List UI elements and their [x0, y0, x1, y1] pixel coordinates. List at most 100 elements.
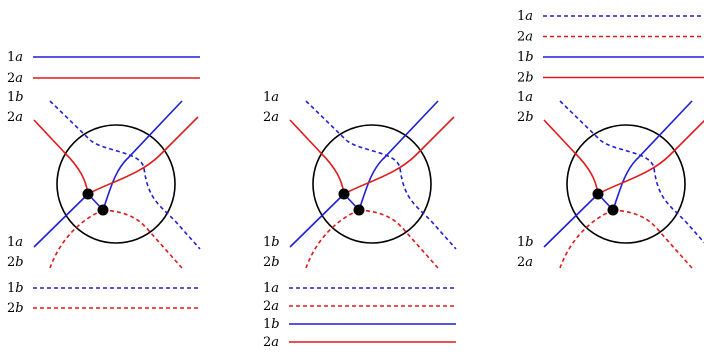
- red-dashed-leg: [358, 209, 439, 269]
- vertex-dot: [97, 204, 109, 216]
- red-dashed-leg: [49, 209, 104, 269]
- label-letter: b: [15, 301, 23, 316]
- particle-label: 1b: [263, 235, 280, 250]
- label-letter: a: [271, 110, 279, 125]
- particle-label: 1b: [517, 235, 534, 250]
- label-letter: b: [525, 110, 533, 125]
- label-letter: b: [15, 90, 23, 105]
- red-dashed-leg: [305, 209, 360, 269]
- blue-dashed-leg: [49, 100, 201, 250]
- blue-solid-leg: [102, 100, 183, 211]
- interaction-circle: [56, 124, 176, 244]
- particle-label: 1a: [263, 281, 279, 296]
- particle-label: 1b: [517, 50, 534, 65]
- particle-label: 1a: [517, 90, 533, 105]
- label-number: 1: [7, 281, 15, 296]
- label-number: 2: [7, 71, 15, 86]
- vertex-dot: [82, 188, 94, 200]
- vertex-dot: [338, 188, 350, 200]
- red-solid-leg: [87, 116, 199, 195]
- red-dashed-leg: [102, 209, 183, 269]
- label-letter: a: [525, 30, 533, 45]
- label-letter: b: [271, 255, 279, 270]
- vertex-dot: [607, 204, 619, 216]
- label-number: 2: [263, 299, 271, 314]
- particle-label: 1a: [7, 235, 23, 250]
- particle-label: 2a: [263, 110, 279, 125]
- label-number: 1: [517, 90, 525, 105]
- label-letter: b: [525, 71, 533, 86]
- label-letter: b: [525, 50, 533, 65]
- label-number: 1: [7, 235, 15, 250]
- label-number: 1: [517, 9, 525, 24]
- particle-label: 1a: [517, 9, 533, 24]
- particle-label: 2b: [517, 71, 534, 86]
- red-dashed-leg: [612, 209, 693, 269]
- label-letter: a: [525, 255, 533, 270]
- blue-solid-leg: [33, 193, 89, 248]
- interaction-circle: [566, 124, 686, 244]
- label-letter: a: [271, 90, 279, 105]
- particle-label: 2a: [517, 30, 533, 45]
- interaction-circle: [312, 124, 432, 244]
- label-number: 1: [517, 50, 525, 65]
- particle-label: 1b: [7, 281, 24, 296]
- label-number: 2: [263, 110, 271, 125]
- particle-label: 2b: [7, 301, 24, 316]
- label-number: 1: [7, 90, 15, 105]
- particle-label: 2b: [517, 110, 534, 125]
- label-number: 2: [517, 110, 525, 125]
- vertex-dot: [592, 188, 604, 200]
- label-number: 1: [263, 281, 271, 296]
- particle-label: 2b: [263, 255, 280, 270]
- label-number: 2: [263, 335, 271, 350]
- label-number: 2: [517, 71, 525, 86]
- particle-label: 1b: [7, 90, 24, 105]
- label-number: 2: [517, 255, 525, 270]
- particle-label: 2a: [263, 299, 279, 314]
- blue-solid-leg: [289, 193, 345, 248]
- label-number: 1: [7, 50, 15, 65]
- label-letter: a: [15, 110, 23, 125]
- label-number: 2: [7, 255, 15, 270]
- label-number: 2: [263, 255, 271, 270]
- label-letter: b: [15, 281, 23, 296]
- label-letter: b: [525, 235, 533, 250]
- particle-label: 1b: [263, 317, 280, 332]
- particle-label: 2a: [263, 335, 279, 350]
- vertex-dot: [353, 204, 365, 216]
- label-letter: b: [15, 255, 23, 270]
- label-number: 2: [7, 110, 15, 125]
- red-solid-leg: [597, 119, 704, 195]
- label-letter: b: [271, 317, 279, 332]
- label-letter: a: [271, 335, 279, 350]
- red-dashed-leg: [559, 209, 614, 269]
- blue-dashed-leg: [559, 100, 704, 244]
- label-number: 1: [263, 90, 271, 105]
- label-number: 2: [517, 30, 525, 45]
- label-letter: a: [271, 281, 279, 296]
- label-letter: a: [15, 71, 23, 86]
- label-letter: a: [15, 50, 23, 65]
- blue-solid-leg: [543, 193, 599, 248]
- red-solid-leg: [343, 116, 455, 195]
- particle-label: 1a: [263, 90, 279, 105]
- label-letter: a: [271, 299, 279, 314]
- label-letter: a: [525, 90, 533, 105]
- particle-label: 1a: [7, 50, 23, 65]
- label-letter: a: [15, 235, 23, 250]
- label-letter: b: [271, 235, 279, 250]
- label-number: 1: [263, 317, 271, 332]
- particle-label: 2a: [7, 110, 23, 125]
- blue-solid-leg: [612, 100, 693, 211]
- label-number: 1: [263, 235, 271, 250]
- particle-label: 2a: [7, 71, 23, 86]
- blue-solid-leg: [358, 100, 439, 211]
- label-number: 1: [517, 235, 525, 250]
- particle-label: 2a: [517, 255, 533, 270]
- label-letter: a: [525, 9, 533, 24]
